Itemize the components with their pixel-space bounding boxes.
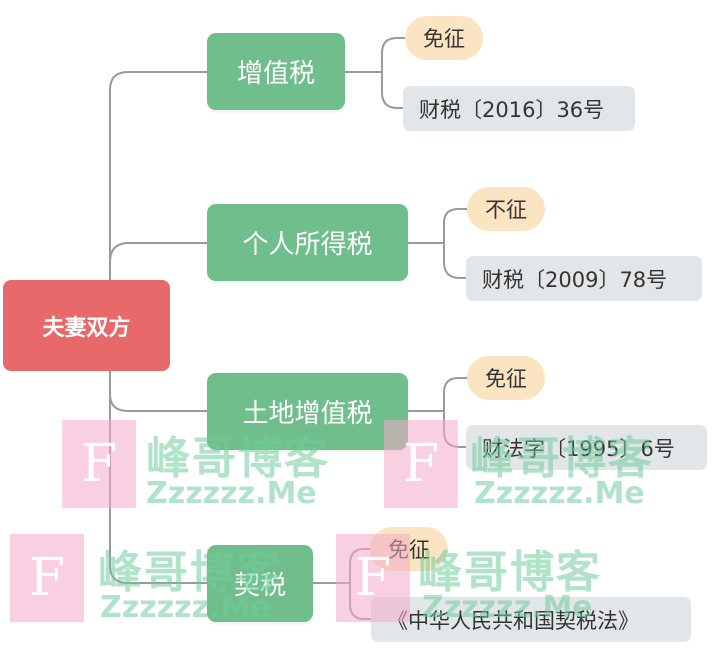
connector-root-trunk: [109, 71, 207, 280]
tax-node-vat: 增值税: [207, 33, 345, 110]
reference-label: 财税〔2009〕78号: [482, 267, 668, 292]
connector-pit: [408, 208, 467, 279]
status-node-individual-income-tax: 不征: [467, 187, 545, 231]
tax-name: 个人所得税: [242, 230, 373, 260]
status-label: 不征: [485, 198, 527, 222]
tax-node-deed-tax: 契税: [207, 545, 313, 622]
connector-vat: [345, 37, 405, 109]
status-label: 免征: [388, 538, 430, 562]
status-label: 免征: [485, 367, 527, 391]
connector-root-qi: [109, 394, 207, 584]
reference-label: 财法字〔1995〕6号: [482, 436, 675, 461]
reference-node-land-vat: 财法字〔1995〕6号: [466, 425, 707, 470]
reference-node-individual-income-tax: 财税〔2009〕78号: [466, 256, 702, 301]
root-node-couple: 夫妻双方: [3, 280, 170, 371]
tax-name: 契税: [233, 571, 286, 601]
connector-root-tudi: [109, 371, 207, 412]
reference-node-vat: 财税〔2016〕36号: [403, 86, 635, 131]
reference-node-deed-tax: 《中华人民共和国契税法》: [371, 597, 691, 642]
status-node-vat: 免征: [405, 16, 483, 60]
tax-name: 增值税: [236, 59, 315, 89]
tax-node-individual-income-tax: 个人所得税: [207, 204, 408, 281]
reference-label: 《中华人民共和国契税法》: [387, 608, 639, 633]
connector-root-pit: [109, 242, 207, 263]
connector-deed: [313, 548, 371, 620]
status-label: 免征: [423, 27, 465, 51]
status-node-deed-tax: 免征: [370, 527, 448, 571]
root-label: 夫妻双方: [42, 315, 131, 341]
tax-node-land-vat: 土地增值税: [207, 373, 408, 450]
tax-name: 土地增值税: [242, 399, 373, 429]
connector-lvat: [408, 377, 467, 448]
reference-label: 财税〔2016〕36号: [419, 97, 605, 122]
status-node-land-vat: 免征: [467, 356, 545, 400]
